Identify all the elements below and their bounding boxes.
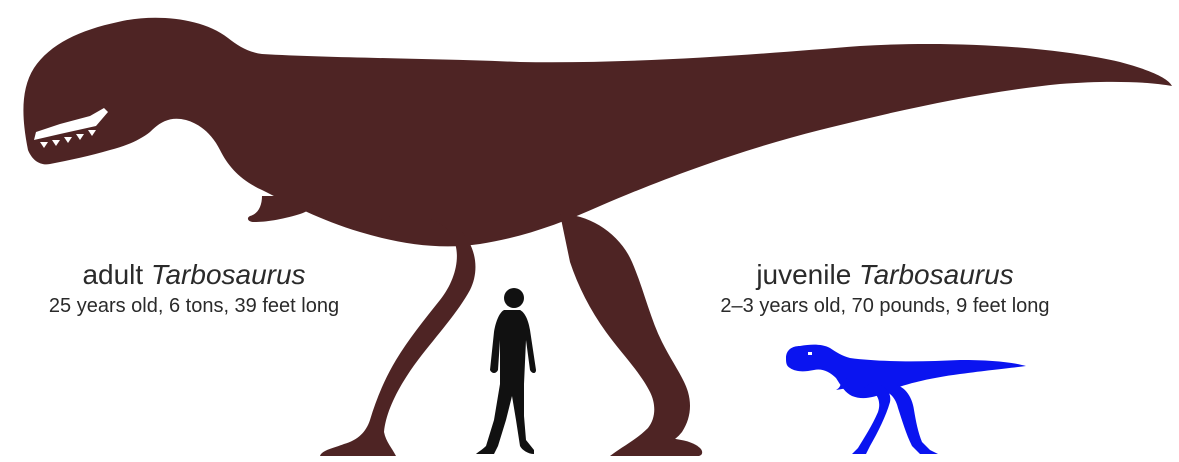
adult-label: adult Tarbosaurus 25 years old, 6 tons, … (2, 258, 386, 320)
juvenile-body (786, 345, 1026, 398)
juvenile-title: juvenile Tarbosaurus (664, 258, 1106, 292)
adult-details: 25 years old, 6 tons, 39 feet long (2, 292, 386, 320)
adult-tarbosaurus-silhouette (23, 18, 1172, 456)
adult-title: adult Tarbosaurus (2, 258, 386, 292)
juvenile-details: 2–3 years old, 70 pounds, 9 feet long (664, 292, 1106, 320)
human-silhouette (476, 288, 536, 454)
adult-left-leg (320, 215, 475, 456)
juvenile-label: juvenile Tarbosaurus 2–3 years old, 70 p… (664, 258, 1106, 320)
juvenile-eye (808, 352, 812, 355)
human-head (504, 288, 524, 308)
adult-arm (248, 196, 318, 222)
adult-prefix: adult (82, 259, 143, 290)
adult-genus: Tarbosaurus (151, 259, 306, 290)
juvenile-genus: Tarbosaurus (859, 259, 1014, 290)
juvenile-right-leg (886, 384, 938, 454)
adult-body (23, 18, 1172, 247)
adult-right-leg (560, 214, 690, 456)
human-body (476, 310, 536, 454)
adult-right-foot (630, 438, 702, 456)
juvenile-tarbosaurus-silhouette (786, 345, 1026, 454)
juvenile-prefix: juvenile (756, 259, 851, 290)
